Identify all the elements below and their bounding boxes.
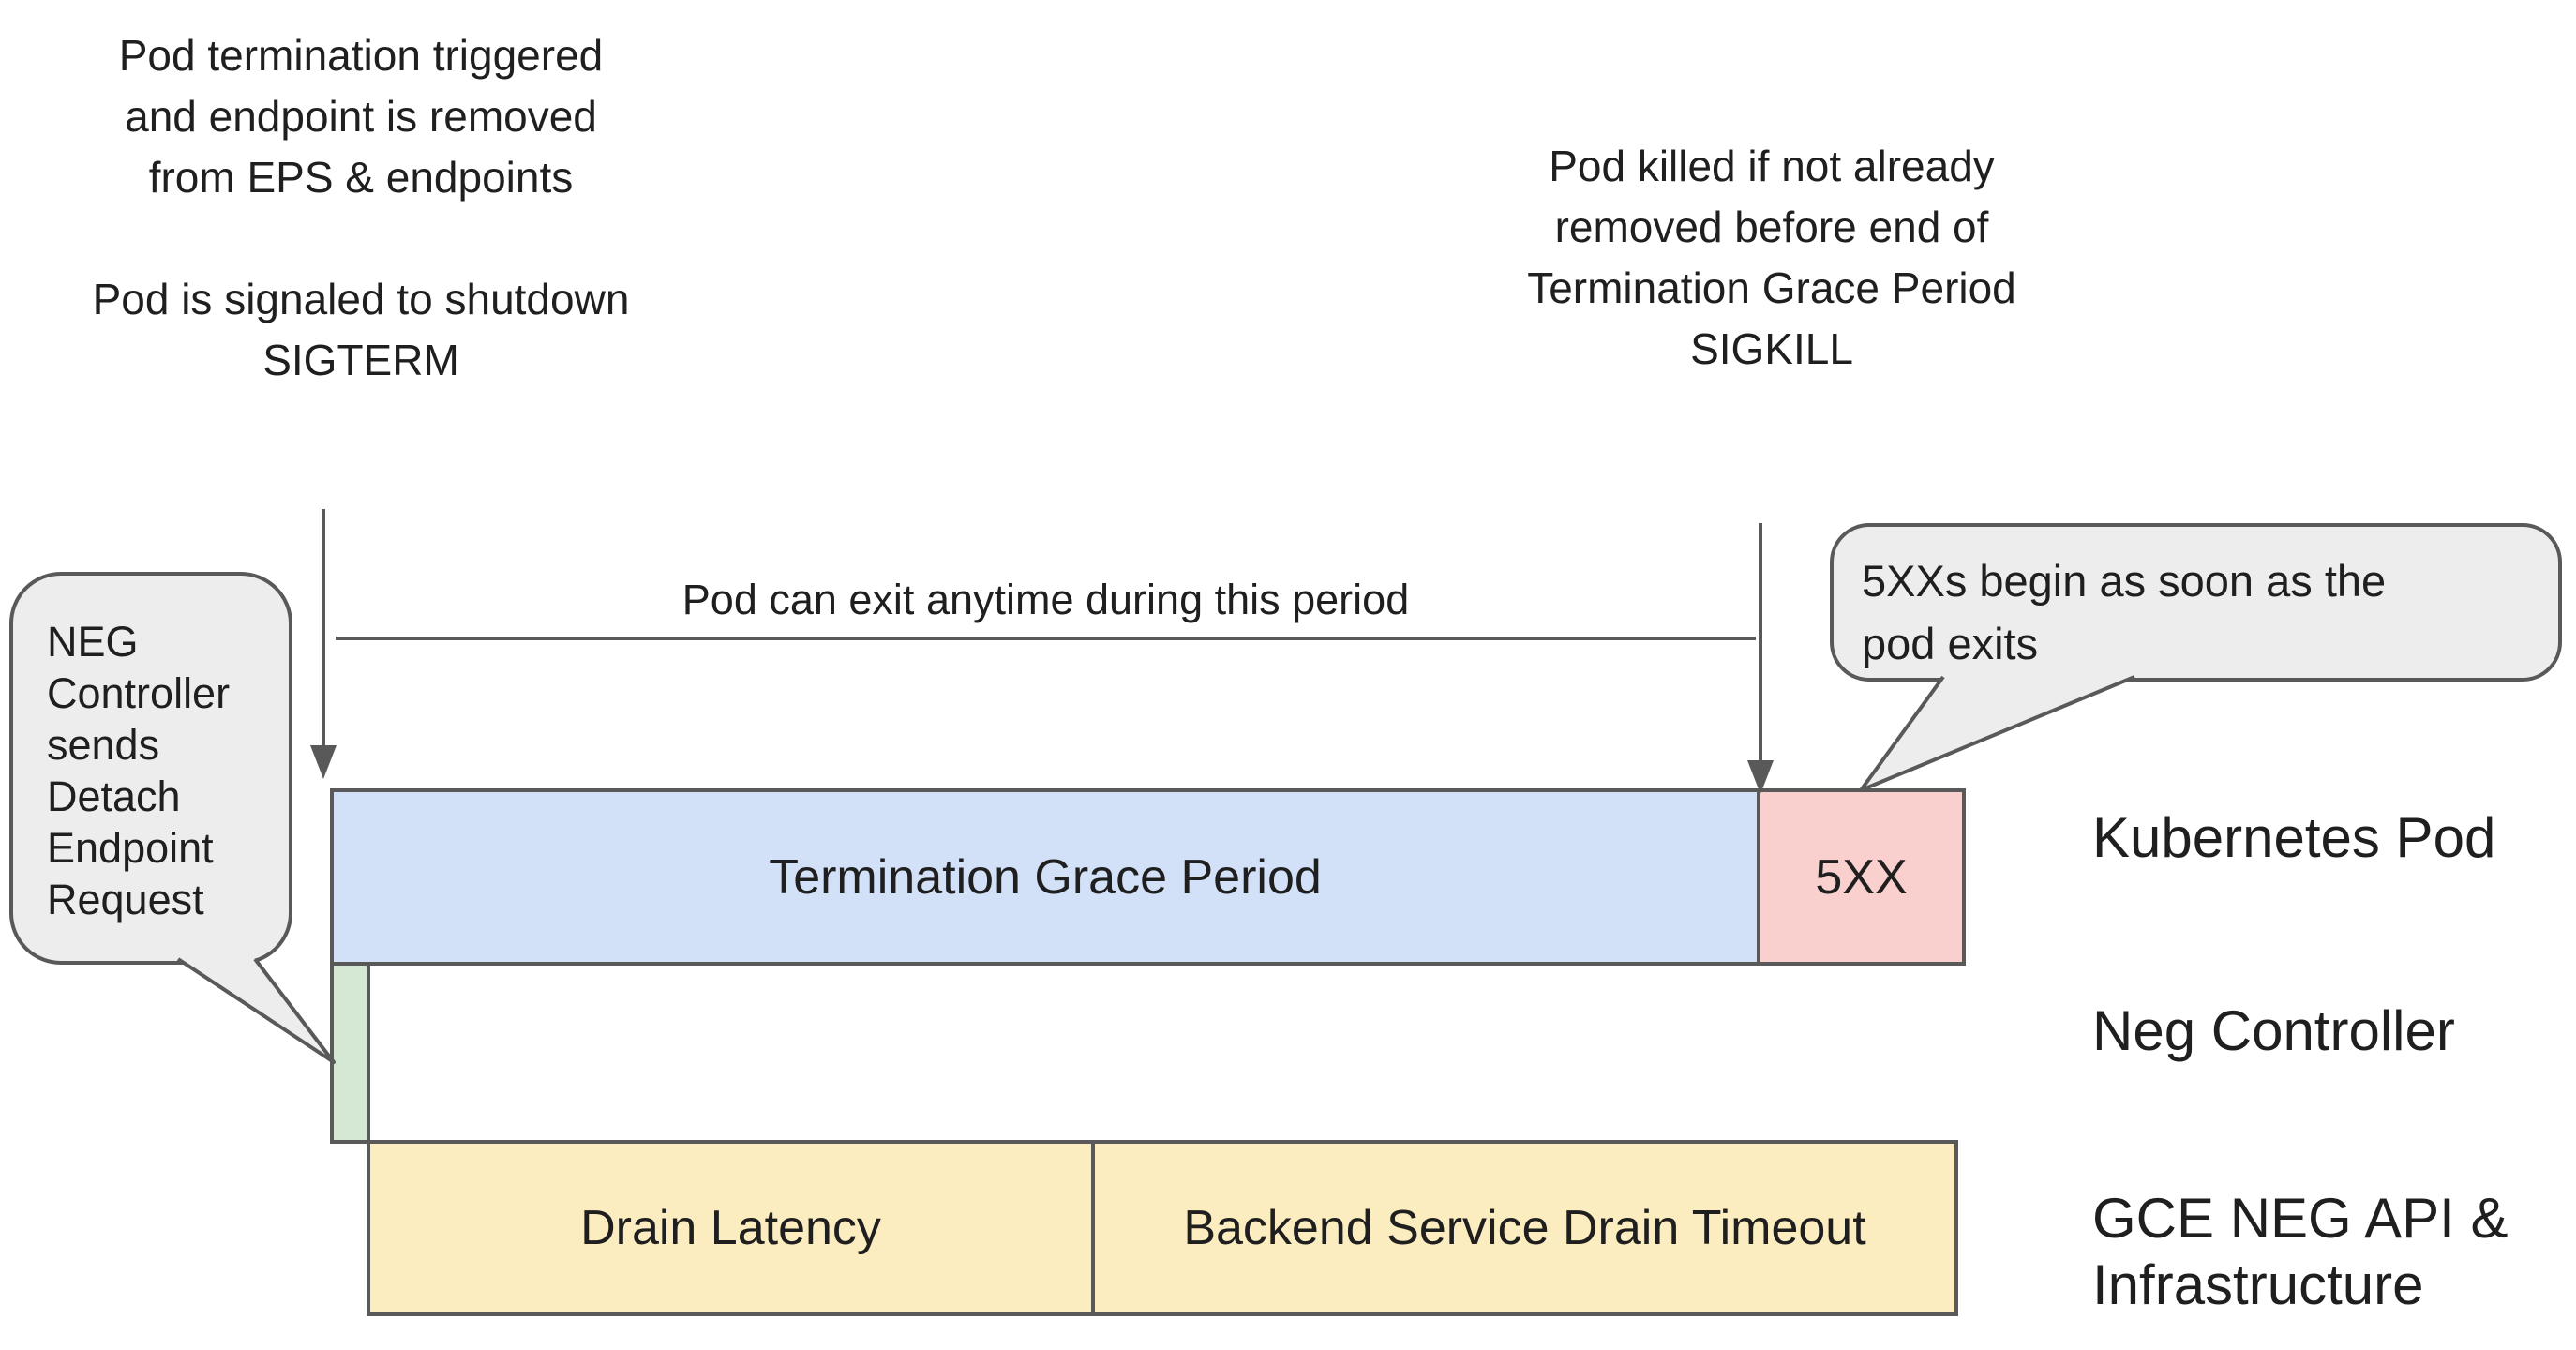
bar-5xx-label: 5XX <box>1815 849 1908 905</box>
callout-neg-controller-bubble: NEG Controller sends Detach Endpoint Req… <box>9 572 292 965</box>
annotation-pod-signaled: Pod is signaled to shutdown SIGTERM <box>92 275 630 384</box>
bar-termination-grace-period: Termination Grace Period <box>330 788 1760 966</box>
callout-neg-controller-text: NEG Controller sends Detach Endpoint Req… <box>47 618 231 923</box>
row-label-neg-controller: Neg Controller <box>2092 999 2455 1062</box>
timeline-period-label: Pod can exit anytime during this period <box>681 576 1410 623</box>
callout-5xx-tail <box>1859 675 2135 792</box>
sigterm-arrowhead-icon <box>310 745 337 779</box>
bar-neg-detach-segment <box>330 962 370 1144</box>
annotation-pod-killed: Pod killed if not already removed before… <box>1527 142 2016 373</box>
row-label-gce-neg-api: GCE NEG API & Infrastructure <box>2092 1187 2509 1316</box>
bar-backend-service-drain-timeout-label: Backend Service Drain Timeout <box>1183 1201 1866 1255</box>
callout-neg-controller-tail <box>176 957 336 1064</box>
bar-drain-latency-label: Drain Latency <box>580 1201 881 1255</box>
callout-5xx-text: 5XXs begin as soon as the pod exits <box>1862 556 2387 668</box>
annotation-pod-termination: Pod termination triggered and endpoint i… <box>118 31 604 202</box>
callout-5xx-bubble: 5XXs begin as soon as the pod exits <box>1830 523 2562 682</box>
bar-backend-service-drain-timeout: Backend Service Drain Timeout <box>1091 1140 1958 1316</box>
bar-5xx: 5XX <box>1757 788 1966 966</box>
row-label-kubernetes-pod: Kubernetes Pod <box>2092 806 2496 869</box>
bar-drain-latency: Drain Latency <box>367 1140 1095 1316</box>
bar-termination-grace-period-label: Termination Grace Period <box>769 849 1322 905</box>
